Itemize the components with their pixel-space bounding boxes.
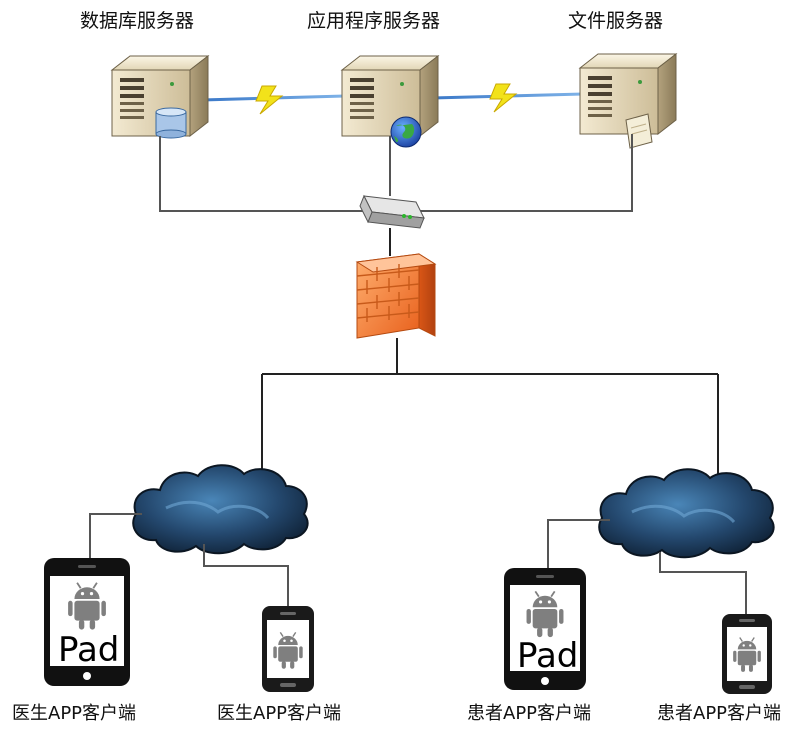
document-icon xyxy=(625,113,653,149)
server-link-db-app xyxy=(201,85,346,115)
doctor-pad-label: 医生APP客户端 xyxy=(12,703,136,724)
lightning-icon xyxy=(255,85,284,115)
patient-pad: Pad xyxy=(504,568,586,690)
lightning-icon xyxy=(489,83,518,113)
server-icon xyxy=(341,55,439,137)
file-server-label: 文件服务器 xyxy=(568,10,663,32)
wire-db-to-router xyxy=(159,136,363,212)
globe-icon xyxy=(390,116,422,148)
server-link-app-file xyxy=(431,83,584,113)
wire-file-to-router xyxy=(420,134,633,212)
file-server xyxy=(579,53,677,149)
database-server-label: 数据库服务器 xyxy=(80,10,194,32)
wire-cloud-to-doctor-pad xyxy=(89,513,142,558)
pad-label: Pad xyxy=(58,630,119,670)
doctor-phone xyxy=(262,606,314,692)
patient-pad-label: 患者APP客户端 xyxy=(467,703,591,724)
cloud-icon xyxy=(598,468,775,559)
app-server-label: 应用程序服务器 xyxy=(307,10,440,32)
patient-phone xyxy=(722,614,772,694)
application-server xyxy=(341,55,439,148)
doctor-phone-label: 医生APP客户端 xyxy=(217,703,341,724)
database-icon xyxy=(155,107,187,139)
database-server xyxy=(111,55,209,139)
cloud-icon xyxy=(132,464,309,555)
pad-label: Pad xyxy=(517,636,578,676)
patient-phone-label: 患者APP客户端 xyxy=(657,703,781,724)
wire-cloud-to-patient-phone xyxy=(659,552,747,614)
wire-cloud-to-doctor-phone xyxy=(203,544,289,606)
wire-cloud-to-patient-pad xyxy=(547,519,610,568)
firewall-icon xyxy=(355,253,437,339)
router-icon xyxy=(359,194,425,229)
doctor-pad: Pad xyxy=(44,558,130,686)
